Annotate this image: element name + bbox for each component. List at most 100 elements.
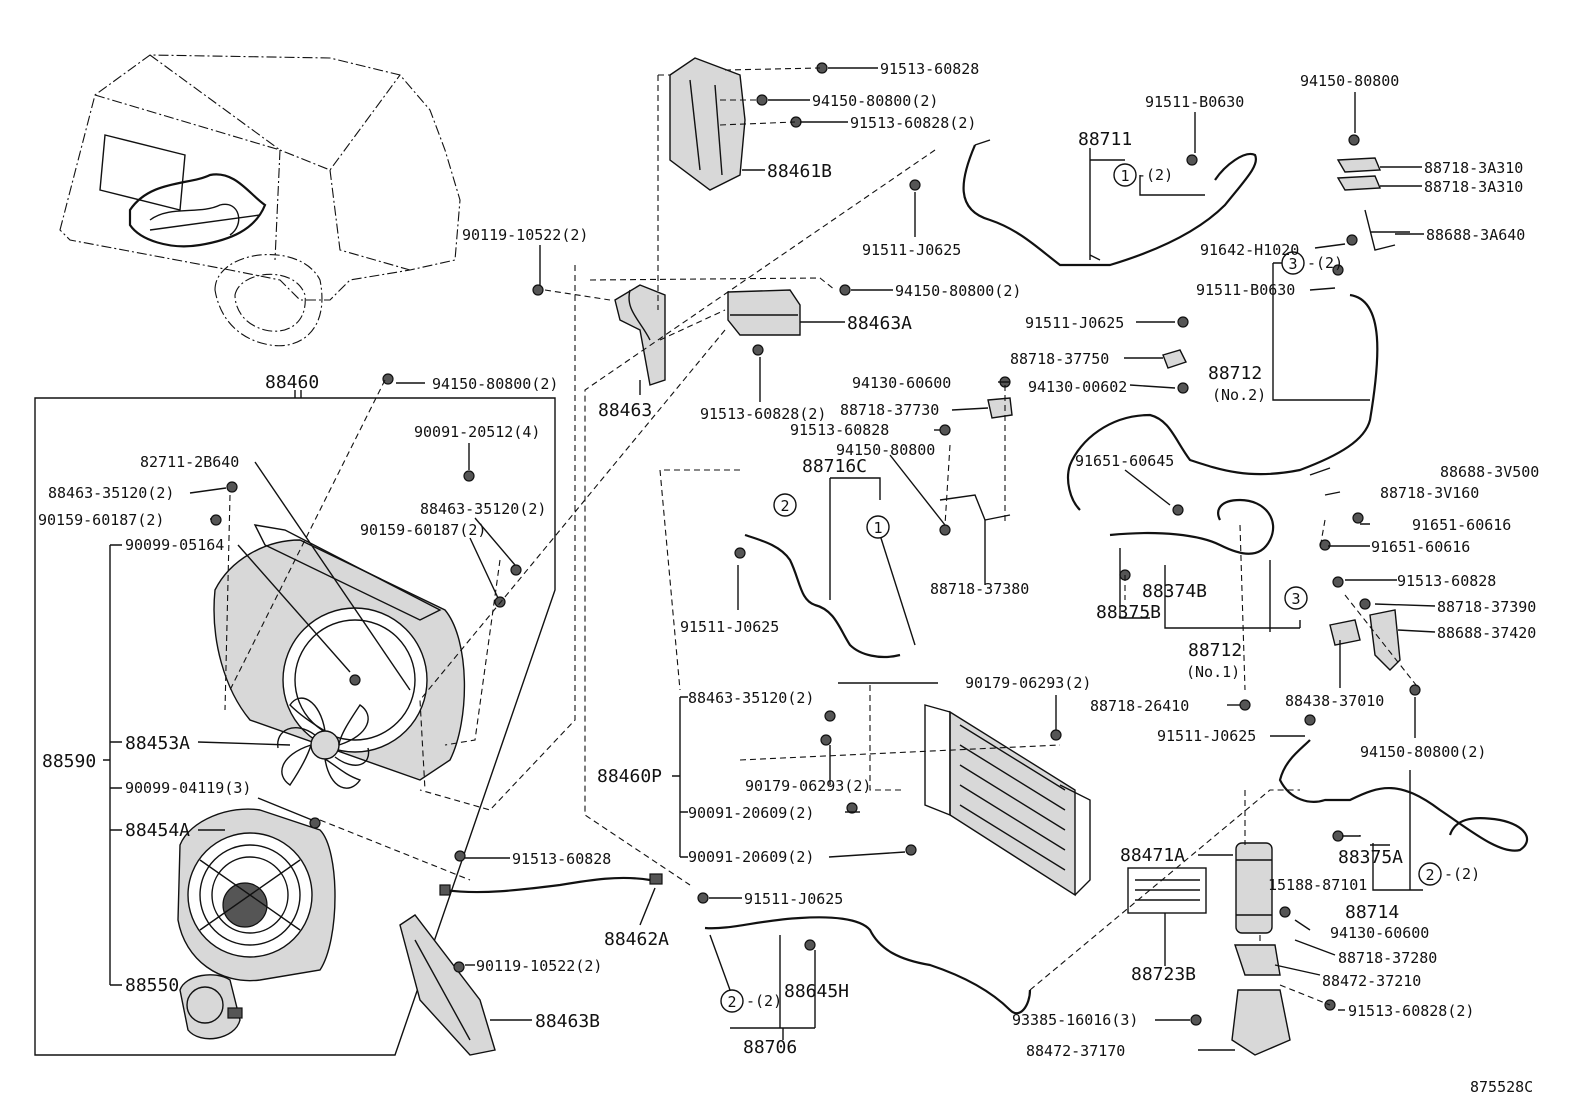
bracket-88438-37010 bbox=[1329, 619, 1361, 646]
label-88712-no2-qty: -(2) bbox=[1307, 254, 1343, 272]
label-88454A: 88454A bbox=[125, 820, 190, 841]
label-91511-J0625-d: 91511-J0625 bbox=[1157, 727, 1256, 745]
label-94150-80800-2-a: 94150-80800(2) bbox=[812, 92, 938, 110]
label-93385-16016-3: 93385-16016(3) bbox=[1012, 1011, 1138, 1029]
label-88462A: 88462A bbox=[604, 929, 669, 950]
hose-88712-no1 bbox=[1109, 498, 1275, 555]
label-91513-60828-2-b: 91513-60828(2) bbox=[700, 405, 826, 423]
label-90159-60187-2-a: 90159-60187(2) bbox=[38, 511, 164, 529]
hose-88716C bbox=[744, 533, 901, 659]
label-88706-qty: -(2) bbox=[746, 992, 782, 1010]
label-88463-35120-2-c: 88463-35120(2) bbox=[688, 689, 814, 707]
label-15188-87101: 15188-87101 bbox=[1268, 876, 1367, 894]
clamp-88718-3A310 bbox=[1336, 157, 1382, 191]
label-88463-35120-2-a: 88463-35120(2) bbox=[48, 484, 174, 502]
label-91513-60828-e: 91513-60828 bbox=[512, 850, 611, 868]
label-88718-26410: 88718-26410 bbox=[1090, 697, 1189, 715]
label-88718-37280: 88718-37280 bbox=[1338, 949, 1437, 967]
label-91651-60616-a: 91651-60616 bbox=[1412, 516, 1511, 534]
fan-motor-cover-88454A bbox=[177, 808, 336, 982]
label-88718-37730: 88718-37730 bbox=[840, 401, 939, 419]
label-90179-06293-2-b: 90179-06293(2) bbox=[745, 777, 871, 795]
label-88712-no1-sub: (No.1) bbox=[1186, 663, 1240, 681]
hose-88714 bbox=[1278, 739, 1528, 852]
circle-3-88712-no1: 3 bbox=[1291, 590, 1300, 608]
label-88688-3V500: 88688-3V500 bbox=[1440, 463, 1539, 481]
label-88550: 88550 bbox=[125, 975, 179, 996]
label-88714-qty: -(2) bbox=[1444, 865, 1480, 883]
label-88375A: 88375A bbox=[1338, 847, 1403, 868]
hose-88711 bbox=[962, 139, 1258, 267]
label-91511-J0625-e: 91511-J0625 bbox=[744, 890, 843, 908]
leader-lines bbox=[103, 67, 1436, 1051]
label-91513-60828-d: 91513-60828 bbox=[1397, 572, 1496, 590]
label-88472-37210: 88472-37210 bbox=[1322, 972, 1421, 990]
fan-shroud-88453A bbox=[213, 524, 466, 789]
label-88718-37380: 88718-37380 bbox=[930, 580, 1029, 598]
label-88718-3A310-a: 88718-3A310 bbox=[1424, 159, 1523, 177]
label-91513-60828-a: 91513-60828 bbox=[880, 60, 979, 78]
label-88706: 88706 bbox=[743, 1037, 797, 1058]
label-88463-35120-2-b: 88463-35120(2) bbox=[420, 500, 546, 518]
label-91511-J0625-b: 91511-J0625 bbox=[1025, 314, 1124, 332]
label-88711-qty: -(2) bbox=[1137, 166, 1173, 184]
vehicle-outline bbox=[59, 54, 461, 347]
label-94130-60600-b: 94130-60600 bbox=[1330, 924, 1429, 942]
circle-3-88712-no2: 3 bbox=[1288, 255, 1297, 273]
circle-1-88711: 1 bbox=[1120, 167, 1129, 185]
label-88463: 88463 bbox=[598, 400, 652, 421]
label-94150-80800-2-d: 94150-80800(2) bbox=[1360, 743, 1486, 761]
bracket-88718-37380 bbox=[939, 494, 1011, 560]
hose-88712-no2 bbox=[1066, 293, 1379, 511]
label-88718-3A310-b: 88718-3A310 bbox=[1424, 178, 1523, 196]
label-88718-3V160: 88718-3V160 bbox=[1380, 484, 1479, 502]
label-91642-H1020: 91642-H1020 bbox=[1200, 241, 1299, 259]
label-94150-80800-top: 94150-80800 bbox=[1300, 72, 1399, 90]
label-88463A: 88463A bbox=[847, 313, 912, 334]
label-91511-B0630-a: 91511-B0630 bbox=[1145, 93, 1244, 111]
label-88712-no2: 88712 bbox=[1208, 363, 1262, 384]
circled-numbers: 1 3 2 1 3 2 2 bbox=[720, 163, 1442, 1013]
label-91511-J0625-c: 91511-J0625 bbox=[680, 618, 779, 636]
circle-2-88716C: 2 bbox=[780, 497, 789, 515]
bracket-88472 bbox=[1231, 944, 1291, 1056]
fan-motor-88550 bbox=[179, 974, 243, 1040]
part-labels: 91513-60828 94150-80800(2) 91513-60828(2… bbox=[38, 60, 1539, 1096]
label-88453A: 88453A bbox=[125, 733, 190, 754]
fan-blades bbox=[277, 697, 370, 789]
label-94130-60600-a: 94130-60600 bbox=[852, 374, 951, 392]
label-94130-00602: 94130-00602 bbox=[1028, 378, 1127, 396]
label-88463B: 88463B bbox=[535, 1011, 600, 1032]
label-82711-2B640: 82711-2B640 bbox=[140, 453, 239, 471]
bracket-88461B bbox=[669, 57, 746, 191]
label-90159-60187-2-b: 90159-60187(2) bbox=[360, 521, 486, 539]
label-88712-no1: 88712 bbox=[1188, 640, 1242, 661]
bracket-88688-3A640 bbox=[1364, 209, 1410, 251]
bracket-88463B bbox=[399, 914, 496, 1056]
clamp-88718-37730 bbox=[987, 397, 1013, 419]
circle-1-88716C: 1 bbox=[873, 519, 882, 537]
fan-assembly-frame bbox=[34, 390, 556, 1056]
label-88471A: 88471A bbox=[1120, 845, 1185, 866]
label-94150-80800-2-c: 94150-80800(2) bbox=[432, 375, 558, 393]
circle-2-88706: 2 bbox=[727, 993, 736, 1011]
label-94150-80800-2-b: 94150-80800(2) bbox=[895, 282, 1021, 300]
label-88460: 88460 bbox=[265, 372, 319, 393]
label-91511-J0625-a: 91511-J0625 bbox=[862, 241, 961, 259]
bracket-88463A bbox=[727, 289, 801, 336]
label-91651-60645: 91651-60645 bbox=[1075, 452, 1174, 470]
assembly-lines bbox=[224, 67, 1421, 1006]
label-88688-37420: 88688-37420 bbox=[1437, 624, 1536, 642]
label-88645H: 88645H bbox=[784, 981, 849, 1002]
label-90091-20609-2-b: 90091-20609(2) bbox=[688, 848, 814, 866]
label-88461B: 88461B bbox=[767, 161, 832, 182]
label-90119-10522-2-b: 90119-10522(2) bbox=[476, 957, 602, 975]
label-90119-10522-2-a: 90119-10522(2) bbox=[462, 226, 588, 244]
clamp-88718-37750 bbox=[1162, 349, 1187, 369]
label-90091-20512-4: 90091-20512(4) bbox=[414, 423, 540, 441]
label-88472-37170: 88472-37170 bbox=[1026, 1042, 1125, 1060]
receiver-88471A bbox=[1235, 842, 1273, 934]
label-88723B: 88723B bbox=[1131, 964, 1196, 985]
